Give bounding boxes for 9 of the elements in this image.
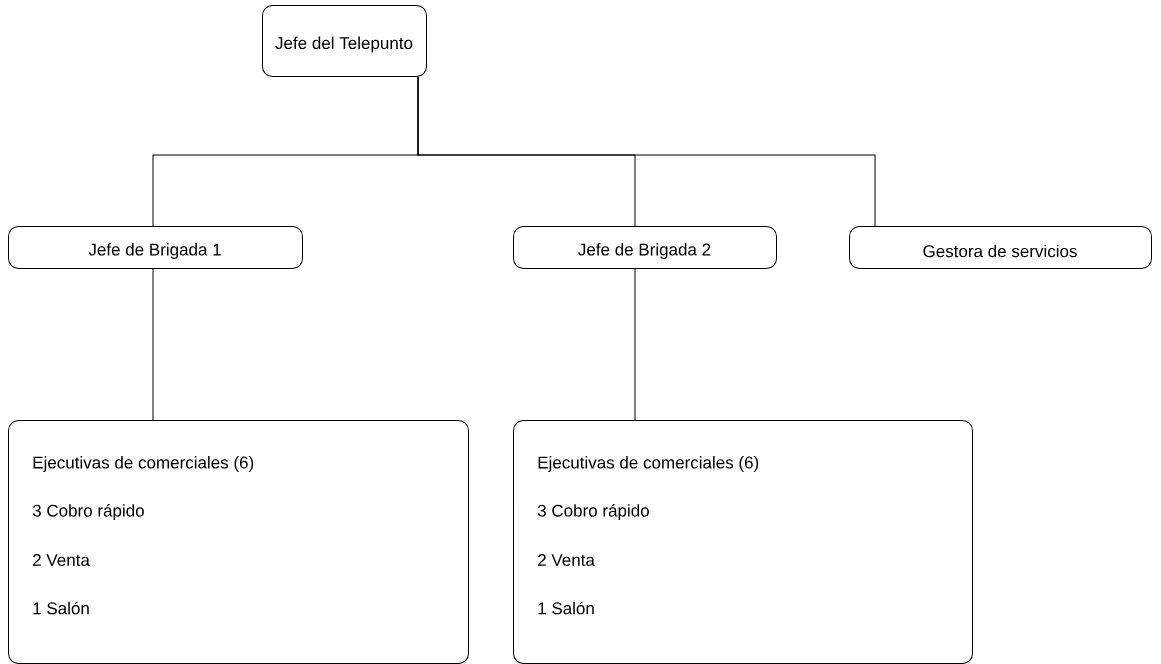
title-box: Jefe de Brigada 1 [8,226,303,269]
title-box: Jefe del Telepunto [262,5,427,77]
connector-line [417,76,876,227]
list-box: Ejecutivas de comerciales (6) 3 Cobro rápido 2 Venta 1 Salón [8,420,469,664]
connector-line [634,268,636,421]
list-box: Ejecutivas de comerciales (6) 3 Cobro rápido 2 Venta 1 Salón [513,420,973,664]
connector-line [152,268,154,421]
title-box: Jefe de Brigada 2 [513,226,777,269]
title-box: Gestora de servicios [849,226,1152,269]
